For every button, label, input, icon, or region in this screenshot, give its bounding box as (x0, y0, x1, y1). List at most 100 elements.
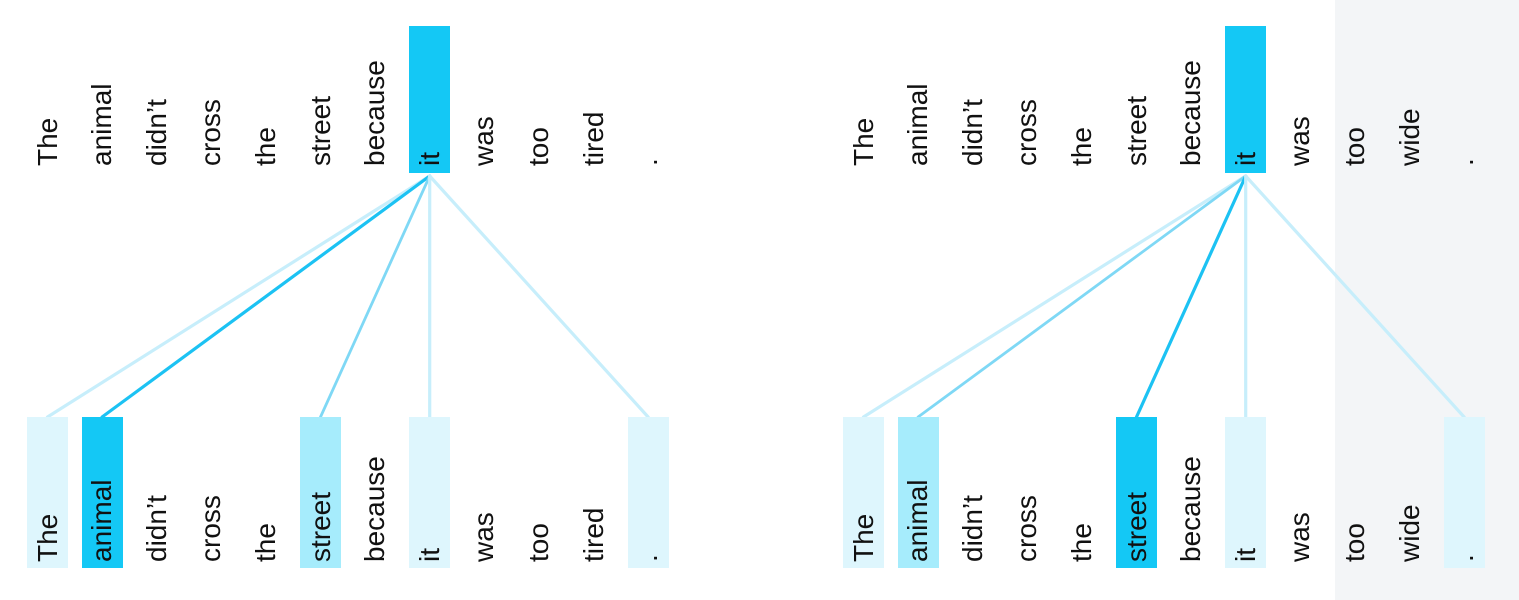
top-token-label: too (522, 127, 554, 166)
top-token-label: tired (577, 111, 609, 166)
top-token-tired-6: because (355, 26, 396, 173)
bottom-token-label: street (1120, 491, 1152, 562)
bottom-token-label: didn’t (956, 495, 988, 562)
top-token-tired-3: cross (191, 26, 232, 173)
top-token-label: wide (1393, 108, 1425, 166)
top-token-wide-6: because (1171, 26, 1212, 173)
top-token-label: street (304, 95, 336, 166)
bottom-token-wide-7: it (1225, 417, 1267, 568)
top-token-label: The (847, 117, 879, 166)
top-token-label: too (1338, 127, 1370, 166)
bottom-token-tired-2: didn’t (136, 417, 177, 568)
bottom-token-tired-3: cross (191, 417, 232, 568)
bottom-token-wide-3: cross (1007, 417, 1048, 568)
bottom-token-wide-5: street (1116, 417, 1157, 568)
bottom-token-tired-1: animal (81, 417, 123, 568)
bottom-token-tired-6: because (355, 417, 396, 568)
bottom-token-label: tired (577, 507, 609, 562)
bottom-token-label: the (249, 523, 281, 562)
top-token-tired-4: the (245, 26, 286, 173)
bottom-token-label: the (1065, 523, 1097, 562)
bottom-token-wide-0: The (843, 417, 884, 568)
top-token-label: The (31, 117, 63, 166)
bottom-token-label: was (1284, 512, 1316, 562)
bottom-token-tired-10: tired (573, 417, 614, 568)
bottom-token-tired-11: . (627, 417, 669, 568)
bottom-token-tired-9: too (518, 417, 559, 568)
top-token-tired-5: street (300, 26, 341, 173)
bottom-token-label: cross (1011, 495, 1043, 562)
bottom-token-label: it (413, 548, 445, 562)
top-token-label: it (413, 152, 445, 166)
top-token-tired-2: didn’t (136, 26, 177, 173)
bottom-token-tired-5: street (300, 417, 341, 568)
attention-line-tired-1 (100, 174, 432, 419)
bottom-token-wide-11: . (1443, 417, 1485, 568)
top-token-label: street (1120, 95, 1152, 166)
top-token-label: because (1175, 60, 1207, 166)
top-token-tired-8: was (464, 26, 505, 173)
top-token-wide-3: cross (1007, 26, 1048, 173)
top-token-wide-11: . (1444, 26, 1485, 173)
top-token-wide-2: didn’t (952, 26, 993, 173)
top-token-label: cross (195, 99, 227, 166)
attention-line-wide-11 (1244, 174, 1466, 419)
bottom-token-label: street (304, 491, 336, 562)
attention-line-tired-0 (45, 174, 432, 419)
top-token-wide-7: it (1225, 26, 1267, 173)
top-token-tired-1: animal (82, 26, 123, 173)
bottom-token-tired-4: the (245, 417, 286, 568)
top-token-label: cross (1011, 99, 1043, 166)
bottom-token-label: The (31, 513, 63, 562)
top-token-label: . (1448, 158, 1480, 166)
top-token-wide-0: The (843, 26, 884, 173)
top-token-wide-8: was (1280, 26, 1321, 173)
top-token-tired-7: it (409, 26, 451, 173)
top-token-label: was (1284, 116, 1316, 166)
bottom-token-label: wide (1393, 504, 1425, 562)
bottom-token-tired-0: The (27, 417, 68, 568)
top-token-label: the (1065, 127, 1097, 166)
bottom-token-label: animal (902, 479, 934, 562)
top-token-label: the (249, 127, 281, 166)
bottom-token-label: too (522, 523, 554, 562)
top-token-wide-4: the (1061, 26, 1102, 173)
top-token-wide-1: animal (898, 26, 939, 173)
bottom-token-label: animal (86, 479, 118, 562)
top-token-label: didn’t (140, 99, 172, 166)
bottom-token-label: too (1338, 523, 1370, 562)
bottom-token-wide-2: didn’t (952, 417, 993, 568)
bottom-token-tired-7: it (409, 417, 451, 568)
bottom-token-label: . (632, 554, 664, 562)
top-token-label: because (359, 60, 391, 166)
bottom-token-label: didn’t (140, 495, 172, 562)
top-token-label: . (632, 158, 664, 166)
top-token-label: was (468, 116, 500, 166)
top-token-tired-0: The (27, 26, 68, 173)
bottom-token-label: was (468, 512, 500, 562)
bottom-token-wide-4: the (1061, 417, 1102, 568)
attention-line-wide-5 (1134, 174, 1248, 419)
bottom-token-label: because (1175, 456, 1207, 562)
top-token-tired-9: too (518, 26, 559, 173)
background-panel (1335, 0, 1519, 600)
bottom-token-wide-1: animal (897, 417, 939, 568)
top-token-label: didn’t (956, 99, 988, 166)
attention-line-tired-11 (428, 174, 650, 419)
bottom-token-label: . (1448, 554, 1480, 562)
attention-line-tired-5 (319, 174, 432, 419)
attention-line-wide-0 (861, 174, 1248, 419)
top-token-wide-9: too (1334, 26, 1375, 173)
bottom-token-label: The (847, 513, 879, 562)
bottom-token-wide-9: too (1334, 417, 1375, 568)
top-token-label: animal (86, 83, 118, 166)
top-token-label: animal (902, 83, 934, 166)
bottom-token-wide-6: because (1171, 417, 1212, 568)
bottom-token-wide-10: wide (1389, 417, 1430, 568)
bottom-token-label: it (1229, 548, 1261, 562)
bottom-token-label: because (359, 456, 391, 562)
bottom-token-wide-8: was (1280, 417, 1321, 568)
top-token-tired-10: tired (573, 26, 614, 173)
